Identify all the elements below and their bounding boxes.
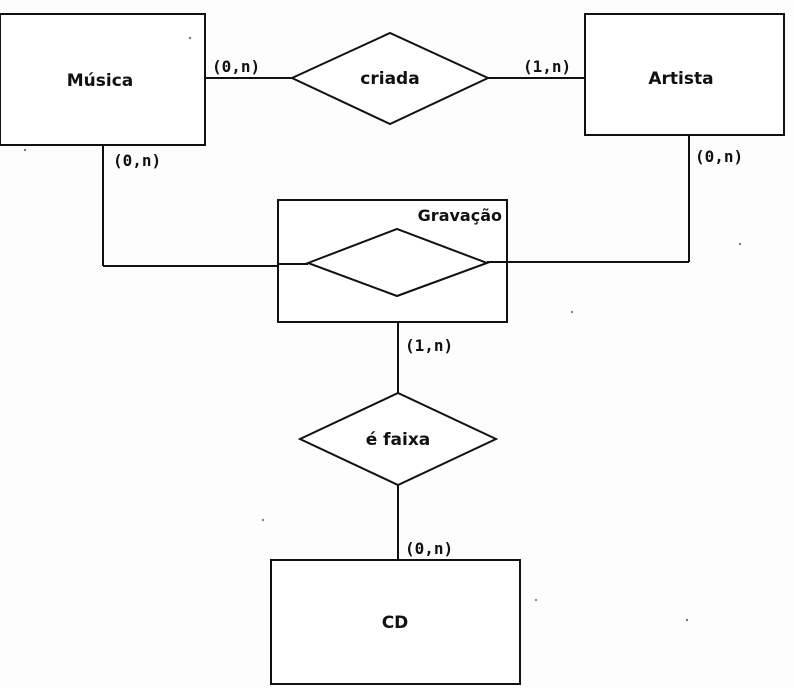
scan-speck [738, 242, 742, 246]
cardinality-artista-criada: (1,n) [523, 57, 571, 76]
entity-musica[interactable] [0, 13, 206, 146]
relationship-criada-label: criada [360, 69, 419, 89]
entity-artista-label: Artista [648, 69, 713, 89]
entity-cd-label: CD [382, 613, 409, 633]
relationship-gravacao-inner[interactable] [305, 227, 490, 298]
scan-speck [23, 148, 27, 152]
entity-cd[interactable] [270, 559, 521, 685]
cardinality-gravacao-efaixa: (1,n) [405, 336, 453, 355]
scan-speck [570, 310, 574, 314]
entity-musica-label: Música [67, 71, 134, 91]
cardinality-cd-efaixa: (0,n) [405, 539, 453, 558]
scan-speck [534, 598, 538, 602]
relationship-e-faixa[interactable] [297, 391, 499, 487]
cardinality-artista-gravacao: (0,n) [695, 147, 743, 166]
relationship-criada[interactable] [289, 31, 491, 126]
scan-speck [261, 518, 265, 522]
cardinality-musica-gravacao: (0,n) [113, 151, 161, 170]
scan-speck [188, 36, 192, 40]
scan-speck [685, 618, 689, 622]
relationship-e-faixa-label: é faixa [366, 430, 431, 450]
cardinality-musica-criada: (0,n) [212, 57, 260, 76]
entity-artista[interactable] [584, 13, 785, 136]
aggregation-gravacao-label: Gravação [418, 206, 502, 225]
